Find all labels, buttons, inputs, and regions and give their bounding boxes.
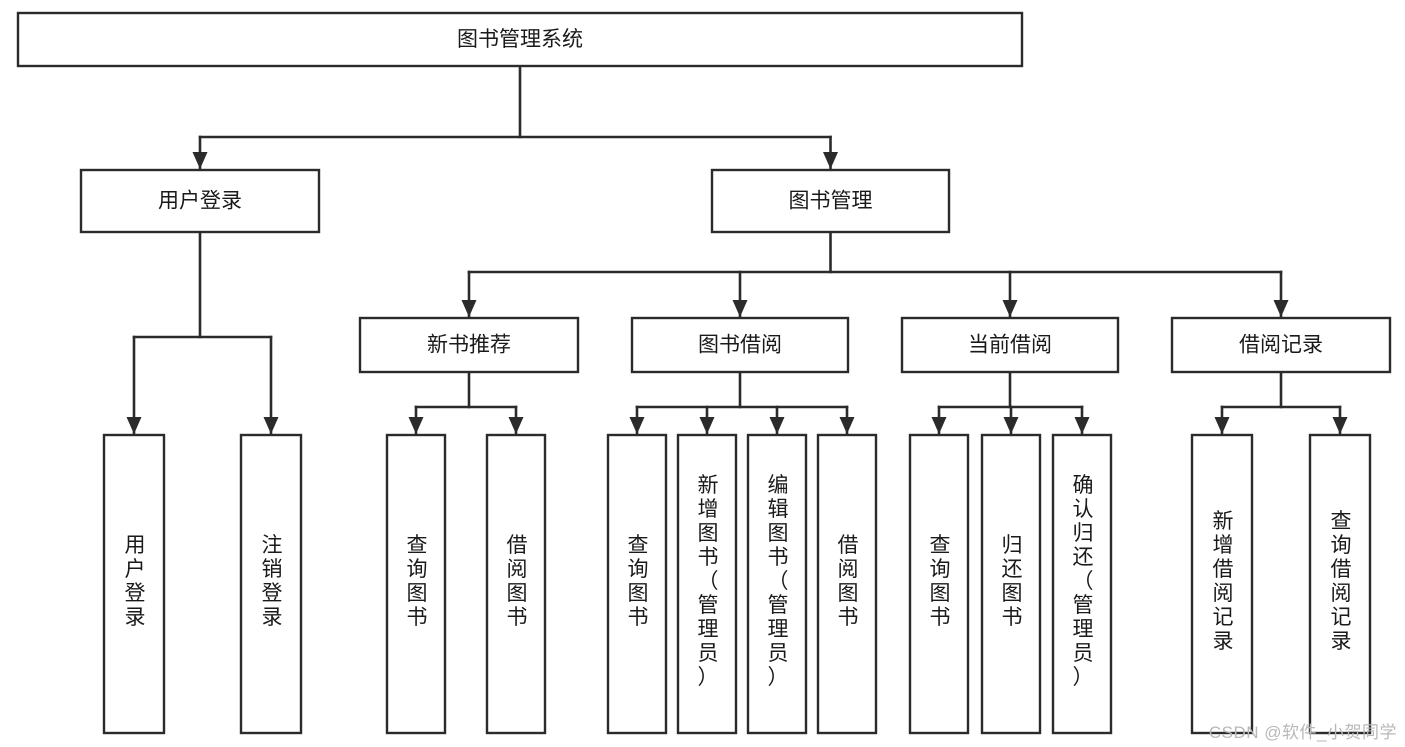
node-label: 查询图书 [628, 534, 649, 629]
edge-group-root [192, 64, 838, 171]
node-box [900, 316, 1120, 374]
node-box [1190, 433, 1254, 735]
node-box [710, 168, 951, 234]
node-label: 查询图书 [930, 534, 951, 629]
node-label: 借阅图书 [507, 534, 528, 629]
node-box [746, 433, 808, 735]
node-label: 新增图书（管理员） [698, 474, 719, 689]
node-label: 借阅记录 [1239, 334, 1323, 357]
node-l3_0[interactable]: 新书推荐 [358, 316, 580, 374]
node-label: 用户登录 [125, 534, 146, 629]
node-label: 归还图书 [1002, 534, 1023, 629]
edge-group-l3_2 [931, 370, 1090, 436]
node-l4_login_1[interactable]: 注销登录 [239, 433, 303, 735]
arrow-head-icon [1332, 417, 1348, 434]
arrow-head-icon [461, 300, 477, 317]
node-l3_3[interactable]: 借阅记录 [1170, 316, 1392, 374]
node-label: 注销登录 [262, 534, 283, 629]
node-layer: 图书管理系统用户登录图书管理新书推荐图书借阅当前借阅借阅记录用户登录注销登录查询… [16, 11, 1392, 735]
node-label: 图书管理系统 [457, 28, 583, 51]
connector-layer [126, 64, 1348, 436]
node-box [980, 433, 1042, 735]
node-label: 图书管理 [789, 190, 873, 213]
node-box [606, 433, 668, 735]
node-l4_borrow_2[interactable]: 编辑图书（管理员） [746, 433, 808, 735]
arrow-head-icon [1214, 417, 1230, 434]
node-box [239, 433, 303, 735]
node-label: 查询借阅记录 [1331, 510, 1352, 653]
node-label: 当前借阅 [968, 334, 1052, 357]
node-l3_1[interactable]: 图书借阅 [630, 316, 850, 374]
arrow-head-icon [508, 417, 524, 434]
node-label: 编辑图书（管理员） [768, 474, 789, 689]
arrow-head-icon [699, 417, 715, 434]
node-label: 查询图书 [407, 534, 428, 629]
arrow-head-icon [931, 417, 947, 434]
node-l4_new_1[interactable]: 借阅图书 [485, 433, 547, 735]
arrow-head-icon [263, 417, 279, 434]
edge-group-l2_1 [461, 230, 1289, 319]
node-box [485, 433, 547, 735]
edge-group-l3_3 [1214, 370, 1348, 436]
arrow-head-icon [1003, 417, 1019, 434]
node-box [102, 433, 166, 735]
node-l4_current_0[interactable]: 查询图书 [908, 433, 970, 735]
arrow-head-icon [1273, 300, 1289, 317]
node-box [79, 168, 321, 234]
arrow-head-icon [732, 300, 748, 317]
edge-group-l3_0 [408, 370, 524, 436]
node-box [676, 433, 738, 735]
node-box [816, 433, 878, 735]
node-box [1170, 316, 1392, 374]
node-label: 借阅图书 [838, 534, 859, 629]
node-l4_new_0[interactable]: 查询图书 [385, 433, 447, 735]
node-l3_2[interactable]: 当前借阅 [900, 316, 1120, 374]
edge-group-l3_1 [629, 370, 855, 436]
node-box [385, 433, 447, 735]
node-label: 确认归还（管理员） [1073, 474, 1094, 689]
arrow-head-icon [839, 417, 855, 434]
node-l4_record_0[interactable]: 新增借阅记录 [1190, 433, 1254, 735]
node-box [1051, 433, 1113, 735]
node-l2_1[interactable]: 图书管理 [710, 168, 951, 234]
node-l4_current_1[interactable]: 归还图书 [980, 433, 1042, 735]
arrow-head-icon [126, 417, 142, 434]
node-box [1308, 433, 1372, 735]
node-box [630, 316, 850, 374]
node-box [16, 11, 1024, 68]
arrow-head-icon [408, 417, 424, 434]
node-box [358, 316, 580, 374]
node-label: 新书推荐 [427, 334, 511, 357]
node-l4_borrow_3[interactable]: 借阅图书 [816, 433, 878, 735]
node-l4_current_2[interactable]: 确认归还（管理员） [1051, 433, 1113, 735]
node-label: 用户登录 [158, 190, 242, 213]
node-box [908, 433, 970, 735]
arrow-head-icon [769, 417, 785, 434]
arrow-head-icon [1074, 417, 1090, 434]
node-l4_record_1[interactable]: 查询借阅记录 [1308, 433, 1372, 735]
arrow-head-icon [192, 152, 208, 169]
node-l4_borrow_0[interactable]: 查询图书 [606, 433, 668, 735]
node-l4_login_0[interactable]: 用户登录 [102, 433, 166, 735]
arrow-head-icon [629, 417, 645, 434]
node-l2_0[interactable]: 用户登录 [79, 168, 321, 234]
edge-group-l2_0 [126, 230, 279, 436]
arrow-head-icon [823, 152, 838, 169]
node-root[interactable]: 图书管理系统 [16, 11, 1024, 68]
node-l4_borrow_1[interactable]: 新增图书（管理员） [676, 433, 738, 735]
node-label: 图书借阅 [698, 334, 782, 357]
arrow-head-icon [1002, 300, 1018, 317]
node-label: 新增借阅记录 [1213, 510, 1234, 653]
